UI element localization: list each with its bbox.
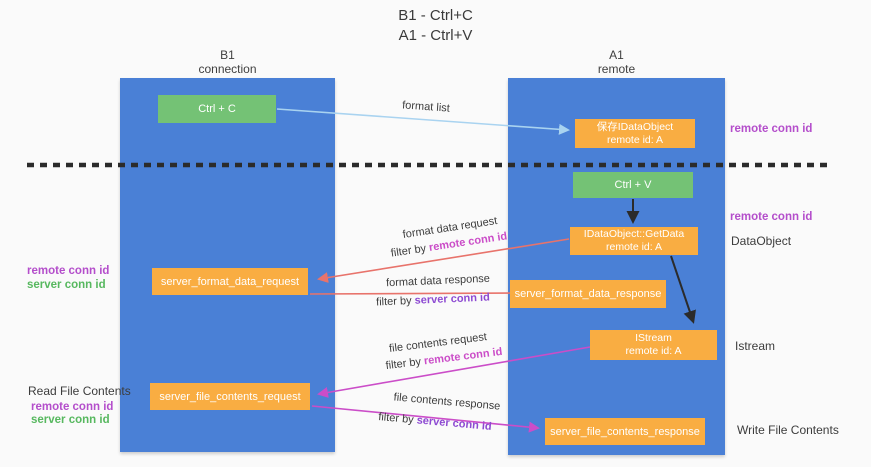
server-file-contents-request-label: server_file_contents_request bbox=[159, 390, 301, 403]
ctrl-c-box: Ctrl + C bbox=[158, 95, 276, 123]
istream-line1: IStream bbox=[635, 332, 672, 344]
server-format-data-request-box: server_format_data_request bbox=[152, 268, 308, 295]
server-file-contents-response-box: server_file_contents_response bbox=[545, 418, 705, 445]
getdata-line1: IDataObject::GetData bbox=[583, 228, 685, 240]
dataobject-label: DataObject bbox=[731, 234, 792, 248]
format-list-label: format list bbox=[401, 99, 451, 115]
diagram-title: B1 - Ctrl+C A1 - Ctrl+V bbox=[0, 6, 871, 46]
server-format-data-response-label: server_format_data_response bbox=[514, 288, 662, 300]
ctrl-v-label: Ctrl + V bbox=[614, 179, 652, 191]
save-dataobject-box: 保存IDataObject remote id: A bbox=[575, 119, 695, 148]
file-contents-response-label: file contents response bbox=[393, 391, 501, 413]
save-dataobject-line2: remote id: A bbox=[606, 133, 664, 146]
right-column-name: A1 bbox=[609, 48, 624, 62]
server-format-data-response-box: server_format_data_response bbox=[510, 280, 666, 308]
server-file-contents-response-label: server_file_contents_response bbox=[550, 425, 700, 438]
left-column-header: B1 connection bbox=[120, 48, 335, 76]
ctrl-c-label: Ctrl + C bbox=[198, 103, 236, 115]
right-column-subtitle: remote bbox=[597, 62, 636, 76]
istream-side-label: Istream bbox=[735, 339, 776, 353]
left-server-conn-id-label-1: server conn id bbox=[27, 279, 106, 291]
getdata-line2: remote id: A bbox=[605, 241, 663, 253]
server-file-contents-request-box: server_file_contents_request bbox=[150, 383, 310, 410]
server-format-data-request-label: server_format_data_request bbox=[160, 275, 300, 288]
left-column-name: B1 bbox=[220, 48, 235, 62]
format-data-response-label: format data response bbox=[385, 272, 491, 290]
filter-by-server-conn-id-label-2: filter by server conn id bbox=[377, 411, 493, 433]
write-file-contents-label: Write File Contents bbox=[737, 423, 839, 437]
title-line-1: B1 - Ctrl+C bbox=[398, 7, 473, 24]
save-dataobject-line1: 保存IDataObject bbox=[596, 120, 674, 133]
istream-line2: remote id: A bbox=[625, 345, 682, 357]
left-server-conn-id-label-2: server conn id bbox=[31, 414, 110, 426]
right-remote-conn-id-label-2: remote conn id bbox=[730, 211, 813, 223]
right-remote-conn-id-label-1: remote conn id bbox=[730, 123, 813, 135]
left-remote-conn-id-label-1: remote conn id bbox=[27, 265, 110, 277]
left-column-subtitle: connection bbox=[198, 62, 257, 76]
read-file-contents-label: Read File Contents bbox=[28, 384, 131, 398]
left-remote-conn-id-label-2: remote conn id bbox=[31, 401, 114, 413]
idataobject-getdata-box: IDataObject::GetData remote id: A bbox=[570, 227, 698, 255]
right-column-header: A1 remote bbox=[508, 48, 725, 76]
ctrl-v-box: Ctrl + V bbox=[573, 172, 693, 198]
filter-by-server-conn-id-label-1: filter by server conn id bbox=[375, 291, 491, 309]
istream-box: IStream remote id: A bbox=[590, 330, 717, 360]
title-line-2: A1 - Ctrl+V bbox=[398, 27, 473, 44]
